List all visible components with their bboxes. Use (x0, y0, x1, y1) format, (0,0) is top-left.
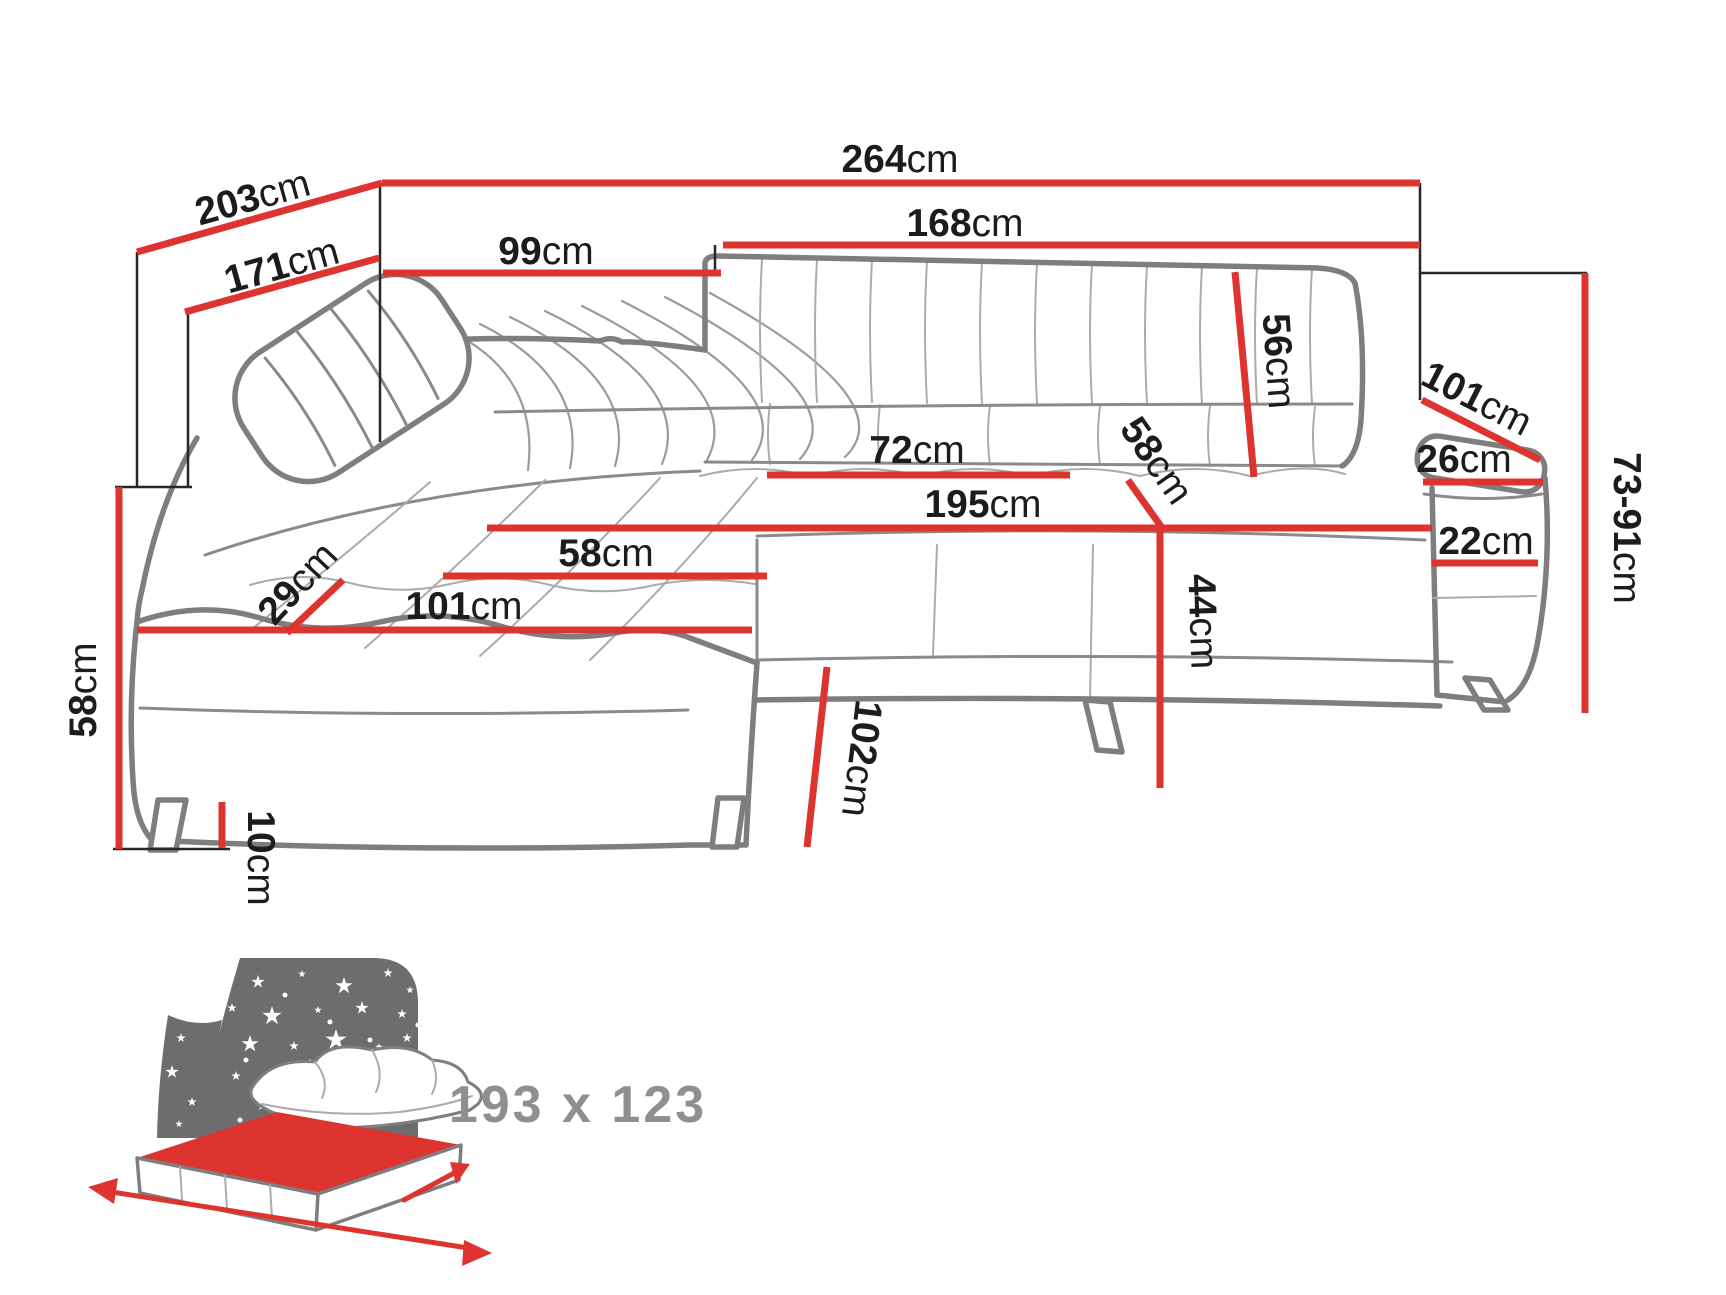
dim-total-height-range: 73-91cm (1605, 452, 1648, 604)
line-headrest-depth (284, 577, 346, 636)
line-arm-outer-length (1420, 396, 1542, 464)
bed-width-arrow (401, 1162, 470, 1203)
sofa-drawing (128, 253, 1551, 853)
dim-arm-top-width: 26cm (1416, 438, 1511, 481)
dim-chaise-side-length: 102cm (833, 698, 890, 819)
construction-lines (113, 183, 1587, 851)
dim-seat-depth: 58cm (1111, 409, 1201, 512)
moon-crescent-shape (157, 1015, 222, 1138)
dim-backrest-height: 56cm (1254, 312, 1304, 410)
dim-seat-height: 44cm (1179, 573, 1225, 670)
dim-sofa-section-width: 168cm (906, 202, 1023, 245)
line-chaise-side-length (803, 666, 831, 848)
dim-inner-depth: 171cm (220, 230, 344, 303)
line-inner-depth (184, 254, 380, 316)
dim-chaise-back-width: 99cm (498, 230, 593, 273)
dim-chaise-seat-width: 58cm (558, 532, 653, 575)
dim-back-cushion-width: 72cm (869, 429, 964, 472)
line-backrest-height (1231, 271, 1258, 478)
line-seat-depth (1125, 477, 1168, 535)
sleeping-function-icon: 193 x 123 (88, 958, 707, 1266)
dim-overall-width: 264cm (841, 138, 958, 181)
dim-leg-height: 10cm (239, 810, 282, 905)
dim-seat-width: 195cm (924, 483, 1041, 526)
dim-side-height: 58cm (62, 642, 105, 737)
dimension-labels: 264cm 203cm 171cm 99cm 168cm 56cm 101cm … (62, 138, 1648, 906)
dim-overall-depth: 203cm (191, 162, 315, 235)
sleeping-area-size: 193 x 123 (449, 1076, 707, 1134)
line-overall-depth (136, 179, 383, 256)
dim-arm-front-width: 22cm (1438, 520, 1533, 563)
bedding (249, 1045, 483, 1130)
mattress-side-face (314, 1143, 463, 1232)
measurement-lines (115, 179, 1589, 849)
dim-chaise-length: 101cm (405, 585, 522, 628)
bed-length-arrow (88, 1178, 492, 1266)
